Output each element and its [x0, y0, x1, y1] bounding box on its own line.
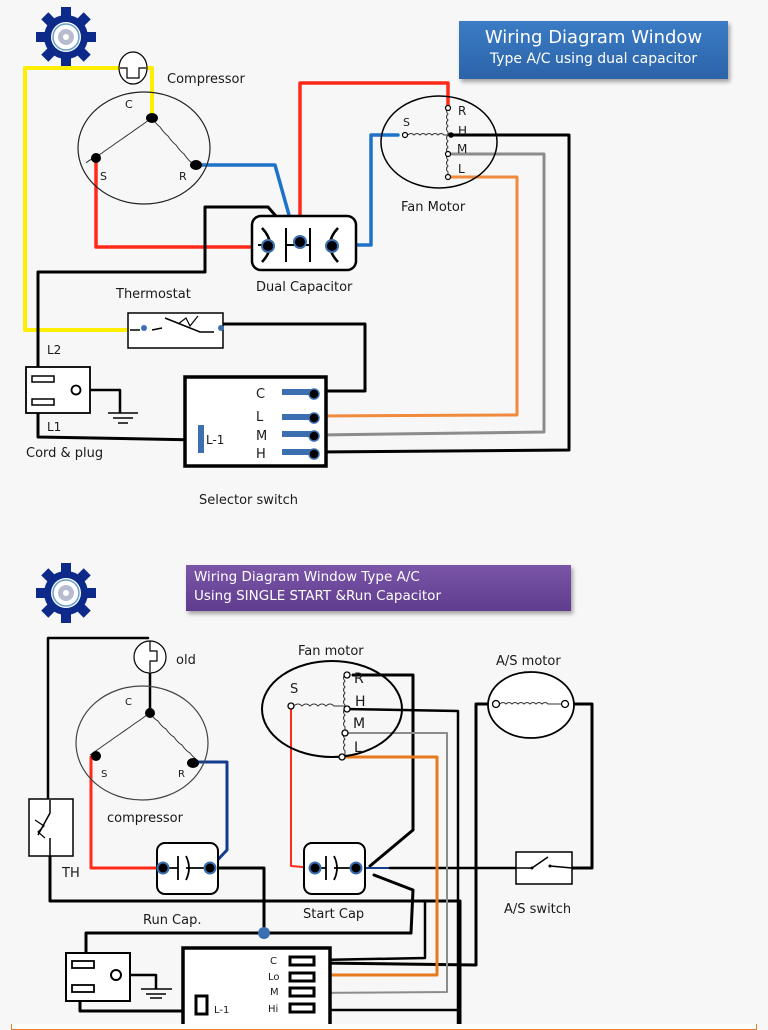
fan-h-terminal-label: H [458, 124, 467, 138]
thermostat-label: Thermostat [115, 287, 191, 302]
diagram2-title-banner: Wiring Diagram Window Type A/C Using SIN… [186, 565, 571, 611]
wire-red-fan-r [298, 81, 450, 244]
as-motor-label: A/S motor [496, 654, 561, 669]
old-label: old [176, 653, 196, 668]
wire-black-l1 [36, 403, 202, 442]
diagram1-title-line2: Type A/C using dual capacitor [489, 51, 698, 67]
fan-l-terminal-label: L [458, 162, 465, 176]
wire-orange-fan-l [316, 175, 519, 418]
wire-gray-fan-m [299, 732, 448, 994]
cord-plug-label: Cord & plug [26, 446, 103, 461]
fan-motor [261, 660, 403, 761]
wire-black-fan-h [316, 133, 571, 454]
wire-orange-fan-l [294, 755, 439, 977]
fan-s-terminal-label: S [403, 116, 410, 129]
ground-icon [141, 988, 172, 999]
gear-logo-icon [35, 562, 97, 624]
diagram1-title-line1: Wiring Diagram Window [484, 27, 703, 48]
wire-black-runcap-junction [216, 866, 266, 935]
selector-c-label: C [270, 956, 277, 967]
fan-m-terminal-label: M [353, 716, 365, 732]
selector-m-label: M [270, 987, 279, 998]
wire-black-junction-startcap [84, 873, 415, 957]
wire-black-fan-h [343, 707, 460, 1024]
wire-gray-fan-m [316, 152, 546, 437]
start-capacitor [303, 842, 366, 895]
as-switch [515, 851, 573, 885]
start-cap-label: Start Cap [303, 907, 364, 922]
selector-l1-label: L-1 [206, 433, 224, 447]
wire-yellow-overload [23, 66, 154, 120]
wire-black-thermostat-selector [220, 322, 367, 393]
diagram2-title-line2: Using SINGLE START &Run Capacitor [194, 588, 441, 604]
cord-plug [65, 952, 172, 1002]
as-motor [487, 671, 575, 739]
overload-protector [118, 51, 148, 85]
wire-red-compressor-s [94, 156, 260, 249]
wire-black-l2-common [36, 205, 299, 382]
overload-protector-old [133, 640, 167, 674]
wire-ground [120, 973, 158, 990]
wire-black-as-motor-left [318, 702, 494, 967]
wire-yellow-thermostat [23, 66, 132, 332]
selector-l-label: L [256, 410, 264, 425]
selector-switch-label: Selector switch [199, 493, 298, 508]
compressor-s-terminal-label: S [101, 769, 107, 780]
compressor [77, 91, 211, 205]
run-cap-label: Run Cap. [143, 913, 202, 928]
fan-m-terminal-label: M [457, 142, 467, 156]
compressor-r-terminal-label: R [178, 769, 185, 780]
selector-switch [181, 946, 332, 1024]
thermostat-th [28, 798, 74, 857]
compressor-r-terminal-label: R [179, 170, 187, 183]
selector-hi-label: Hi [268, 1004, 278, 1015]
ground-icon [108, 412, 138, 424]
l2-label: L2 [47, 343, 61, 357]
cord-plug [25, 366, 138, 424]
fan-r-terminal-label: R [458, 104, 466, 118]
diagram1-title-banner: Wiring Diagram Window Type A/C using dua… [459, 21, 728, 79]
thermostat [127, 312, 224, 349]
wire-black-selector-c [316, 901, 427, 962]
dual-capacitor [250, 214, 358, 272]
fan-r-terminal-label: R [354, 671, 364, 687]
fan-s-terminal-label: S [290, 682, 298, 697]
compressor [75, 685, 209, 801]
diagram1-logo [35, 6, 97, 68]
compressor-c-terminal-label: C [125, 98, 133, 111]
fan-motor-label: Fan Motor [401, 200, 466, 215]
wire-black-as-motor-right [570, 702, 594, 870]
compressor-s-terminal-label: S [100, 170, 107, 183]
selector-switch [183, 375, 328, 468]
wire-black-overload-th [46, 636, 150, 802]
diagram2-logo [35, 562, 97, 624]
diagram2-title-line1: Wiring Diagram Window Type A/C [194, 569, 420, 585]
l1-label: L1 [47, 420, 61, 434]
fan-l-terminal-label: L [354, 740, 362, 756]
dual-capacitor-label: Dual Capacitor [256, 280, 353, 295]
compressor-label: compressor [107, 811, 184, 826]
compressor-c-terminal-label: C [125, 697, 132, 708]
fan-motor [380, 95, 498, 189]
selector-m-label: M [256, 429, 267, 444]
as-switch-label: A/S switch [504, 902, 571, 917]
selector-c-label: C [256, 387, 265, 402]
fan-h-terminal-label: H [355, 694, 366, 710]
selector-l1-label: L-1 [214, 1005, 229, 1016]
wire-black-th-bus [48, 854, 462, 1024]
selector-lo-label: Lo [268, 972, 280, 983]
junction-node [258, 927, 270, 939]
gear-logo-icon [35, 6, 97, 68]
compressor-label: Compressor [167, 72, 246, 87]
selector-h-label: H [256, 447, 266, 462]
run-capacitor [156, 842, 219, 895]
th-label: TH [61, 866, 80, 881]
fan-motor-label: Fan motor [298, 644, 364, 659]
